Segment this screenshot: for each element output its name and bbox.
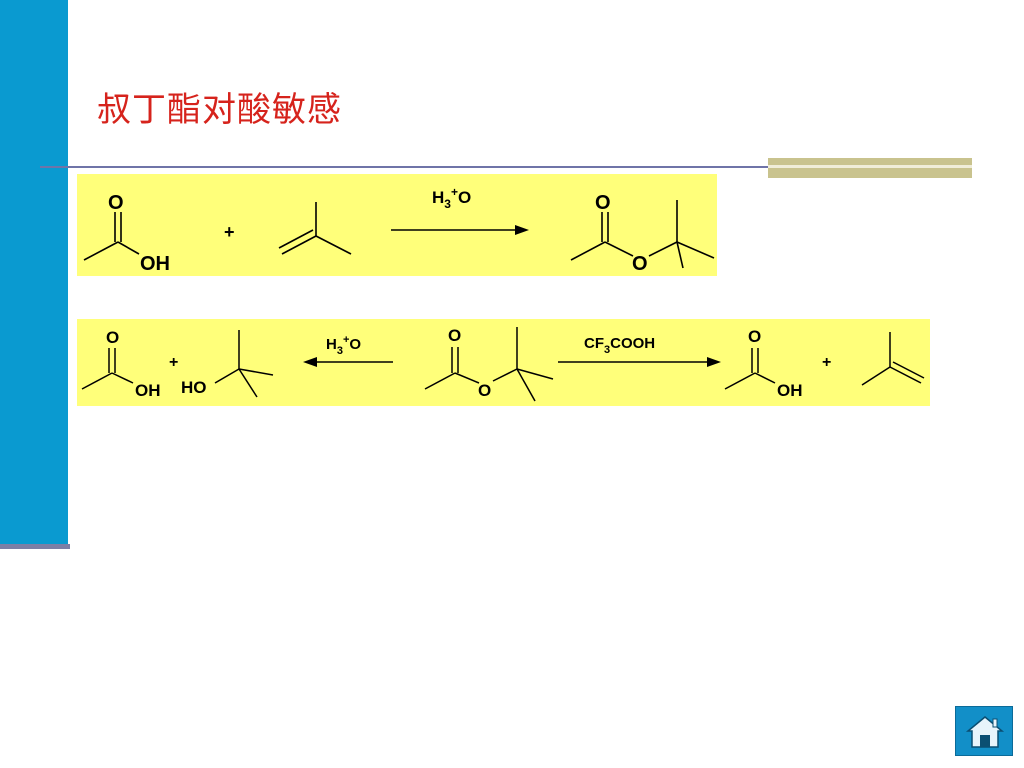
side-bar-shadow	[0, 544, 70, 549]
accent-block	[768, 158, 972, 178]
right-carbonyl-o: O	[748, 327, 761, 346]
reaction-condition: H3+O	[432, 185, 471, 211]
tert-butyl-acetate-structure	[570, 200, 715, 269]
reactant-carbonyl-o: O	[108, 192, 124, 214]
left-condition: H3+O	[326, 334, 361, 357]
product-carbonyl-o: O	[595, 192, 611, 214]
ester-structure	[424, 327, 554, 402]
tert-butanol-structure	[214, 330, 274, 398]
side-bar	[0, 0, 68, 547]
ester-alkoxy-o: O	[478, 381, 491, 400]
reaction-arrow	[391, 225, 529, 235]
home-icon	[965, 716, 1005, 748]
ester-carbonyl-o: O	[448, 326, 461, 345]
home-button[interactable]	[955, 706, 1013, 756]
right-isobutylene-structure	[861, 332, 925, 386]
reactant-hydroxyl: OH	[140, 253, 170, 275]
accent-block-line	[768, 165, 972, 168]
left-acetic-acid-structure	[81, 348, 134, 390]
right-plus-sign: +	[822, 354, 831, 371]
reaction-2-scheme: O OH + HO H3+O O O	[81, 326, 925, 402]
title-divider	[40, 166, 972, 168]
left-hydroxyl: OH	[135, 381, 161, 400]
right-condition: CF3COOH	[584, 335, 655, 356]
acetic-acid-structure	[83, 212, 140, 261]
forward-arrow	[558, 357, 721, 367]
reverse-arrow	[303, 357, 393, 367]
right-hydroxyl: OH	[777, 381, 803, 400]
left-carbonyl-o: O	[106, 328, 119, 347]
reaction-1-scheme: O OH + H3+O O O	[83, 185, 715, 275]
reaction-panel-1: O OH + H3+O O O	[77, 174, 717, 276]
left-plus-sign: +	[169, 354, 178, 371]
tert-butanol-hydroxyl: HO	[181, 378, 207, 397]
slide-title: 叔丁酯对酸敏感	[97, 90, 342, 130]
product-ester-o: O	[632, 253, 648, 275]
reaction-panel-2: O OH + HO H3+O O O	[77, 319, 930, 406]
plus-sign: +	[224, 222, 235, 242]
right-acetic-acid-structure	[724, 348, 776, 390]
isobutylene-structure	[278, 202, 352, 255]
